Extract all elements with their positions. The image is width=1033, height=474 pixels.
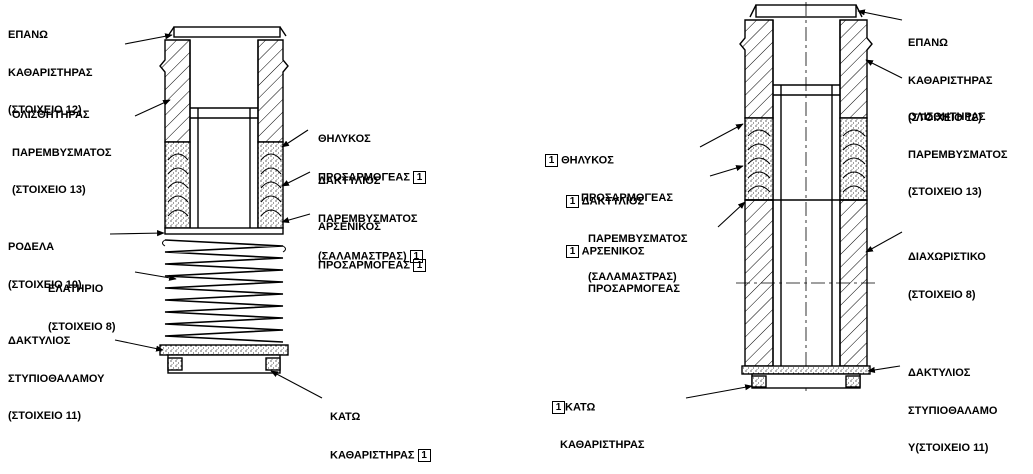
right-retainer-right-wall bbox=[839, 19, 873, 119]
left-bottom-wiper bbox=[167, 354, 281, 374]
right-bottom-wiper bbox=[751, 373, 861, 389]
leader-left-top-wiper bbox=[124, 33, 173, 45]
left-gland-ring bbox=[159, 344, 289, 356]
flag-note-1: 1 bbox=[413, 258, 426, 272]
leader-right-spacer bbox=[865, 231, 903, 253]
label-right-male-adapter: 1 ΑΡΣΕΝΙΚΟΣ ΠΡΟΣΑΡΜΟΓΕΑΣ bbox=[566, 220, 680, 308]
label-right-packing-ring: 1 ΔΑΚΤΥΛΙΟΣ ΠΑΡΕΜΒΥΣΜΑΤΟΣ (ΣΑΛΑΜΑΣΤΡΑΣ) bbox=[566, 170, 687, 296]
label-right-spacer: ΔΙΑΧΩΡΙΣΤΙΚΟ (ΣΤΟΙΧΕΙΟ 8) bbox=[908, 251, 986, 301]
leader-left-retainer bbox=[134, 99, 171, 117]
flag-note-1: 1 bbox=[413, 170, 426, 184]
label-left-top-wiper: ΕΠΑΝΩ ΚΑΘΑΡΙΣΤΗΡΑΣ (ΣΤΟΙΧΕΙΟ 12) bbox=[8, 29, 93, 116]
leader-left-gland-ring bbox=[114, 339, 164, 352]
left-spring bbox=[164, 239, 284, 343]
flag-note-1: 1 bbox=[409, 250, 423, 263]
right-assembly bbox=[736, 2, 878, 395]
label-left-male-adapter: ΑΡΣΕΝΙΚΟΣ ΠΡΟΣΑΡΜΟΓΕΑΣ 1 bbox=[318, 196, 426, 284]
right-spacer-left bbox=[744, 199, 774, 367]
right-packing-chevrons bbox=[747, 129, 866, 193]
right-spacer-right bbox=[839, 199, 868, 367]
leader-right-male-adapter bbox=[717, 201, 746, 228]
label-right-female-adapter: 1 ΘΗΛΥΚΟΣ ΠΡΟΣΑΡΜΟΓΕΑΣ bbox=[545, 129, 673, 217]
left-washer bbox=[164, 227, 284, 235]
right-retainer-left-wall bbox=[739, 19, 774, 119]
flag-note-1: 1 bbox=[566, 195, 579, 208]
flag-note-1: 1 bbox=[566, 245, 579, 258]
leader-right-female-adapter bbox=[699, 123, 744, 148]
label-left-packing-ring: ΔΑΚΤΥΛΙΟΣ ΠΑΡΕΜΒΥΣΜΑΤΟΣ (ΣΑΛΑΜΑΣΤΡΑΣ) 1 bbox=[318, 150, 423, 276]
right-leaders bbox=[685, 9, 903, 399]
label-right-packing-retainer: ΟΛΙΣΘΗΤΗΡΑΣ ΠΑΡΕΜΒΥΣΜΑΤΟΣ (ΣΤΟΙΧΕΙΟ 13) bbox=[908, 111, 1008, 198]
leader-right-gland-ring bbox=[867, 365, 901, 373]
flag-note-1: 1 bbox=[417, 448, 431, 462]
leader-left-packing-ring bbox=[281, 171, 311, 187]
flag-note-1: 1 bbox=[552, 401, 565, 414]
left-retainer-right-wall bbox=[257, 39, 289, 143]
leader-left-male-adapter bbox=[281, 213, 311, 224]
flag-note-1: 1 bbox=[545, 154, 558, 167]
leader-right-retainer bbox=[865, 59, 903, 79]
diagram-canvas bbox=[109, 2, 903, 399]
label-right-gland-ring: ΔΑΚΤΥΛΙΟΣ ΣΤΥΠΙΟΘΑΛΑΜΟ Υ(ΣΤΟΙΧΕΙΟ 11) bbox=[908, 367, 998, 454]
left-top-wiper bbox=[173, 26, 281, 38]
leader-left-female-adapter bbox=[281, 129, 309, 148]
label-left-gland-ring: ΔΑΚΤΥΛΙΟΣ ΣΤΥΠΙΟΘΑΛΑΜΟΥ (ΣΤΟΙΧΕΙΟ 11) bbox=[8, 335, 105, 422]
label-left-bottom-wiper: ΚΑΤΩ ΚΑΘΑΡΙΣΤΗΡΑΣ 1 bbox=[330, 386, 431, 474]
left-leaders bbox=[109, 33, 323, 399]
left-assembly bbox=[159, 26, 289, 374]
leader-left-bottom-wiper bbox=[270, 370, 323, 399]
label-left-spring: ΕΛΑΤΗΡΙΟ (ΣΤΟΙΧΕΙΟ 8) bbox=[48, 283, 116, 333]
left-packing-chevrons bbox=[167, 153, 282, 217]
left-retainer-left-wall bbox=[159, 39, 191, 143]
leader-right-packing-ring bbox=[709, 165, 744, 177]
label-right-top-wiper: ΕΠΑΝΩ ΚΑΘΑΡΙΣΤΗΡΑΣ (ΣΤΟΙΧΕΙΟ 12) bbox=[908, 37, 993, 124]
leader-right-bottom-wiper bbox=[685, 384, 753, 399]
label-left-packing-retainer: ΟΛΙΣΘΗΤΗΡΑΣ ΠΑΡΕΜΒΥΣΜΑΤΟΣ (ΣΤΟΙΧΕΙΟ 13) bbox=[12, 109, 112, 196]
label-left-female-adapter: ΘΗΛΥΚΟΣ ΠΡΟΣΑΡΜΟΓΕΑΣ 1 bbox=[318, 108, 426, 196]
right-gland-ring bbox=[741, 365, 871, 375]
label-left-washer: ΡΟΔΕΛΑ (ΣΤΟΙΧΕΙΟ 10) bbox=[8, 241, 82, 291]
leader-left-washer bbox=[109, 230, 165, 237]
leader-right-top-wiper bbox=[857, 9, 903, 21]
leader-left-spring bbox=[134, 271, 177, 281]
